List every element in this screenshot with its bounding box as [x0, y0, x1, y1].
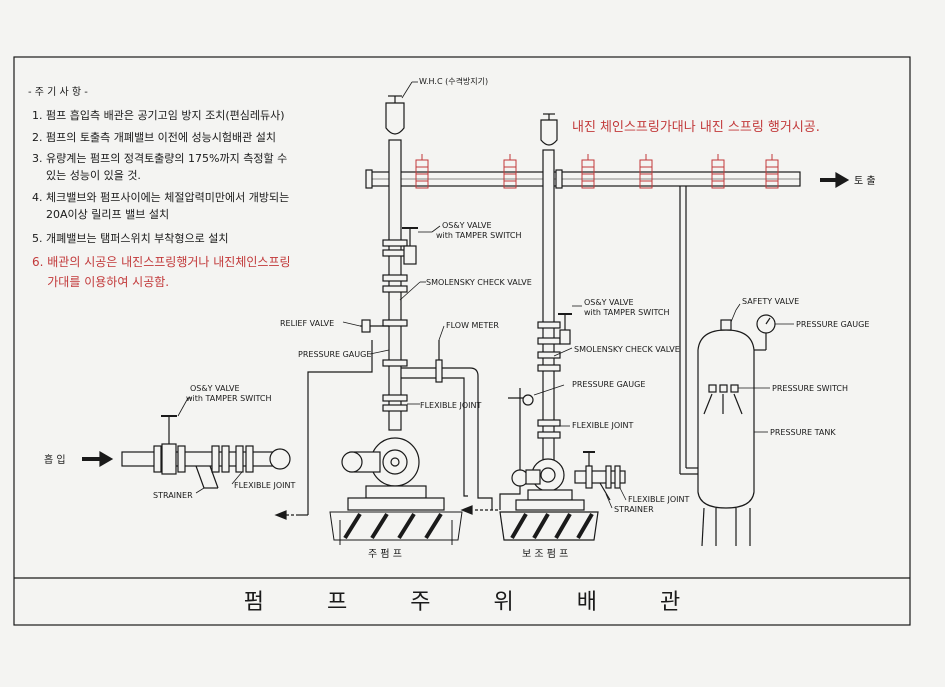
discharge-header: [365, 169, 801, 189]
safety-valve: [720, 303, 741, 331]
osy-valve-suction-label: OS&Y VALVE: [190, 384, 240, 393]
note-item-6-cont: 가대를 이용하여 시공함.: [32, 275, 170, 289]
red-top-note: 내진 체인스프링가대나 내진 스프링 행거시공.: [572, 120, 820, 135]
aux-pump-label: 보 조 펌 프: [522, 548, 568, 560]
whc-label: W.H.C (수격방지기): [419, 76, 488, 86]
note-item-1: 1. 펌프 흡입측 배관은 공기고임 방지 조치(편심레듀사): [32, 109, 285, 122]
note-item-4: 4. 체크밸브와 펌프사이에는 체절압력미만에서 개방되는: [32, 191, 290, 204]
suction-piping: [121, 415, 291, 489]
pressure-gauge-aux-label: PRESSURE GAUGE: [572, 380, 645, 389]
flexible-joint-main-label: FLEXIBLE JOINT: [420, 401, 481, 410]
notes-heading: - 주 기 사 항 -: [28, 87, 88, 98]
tank-pressure-gauge: [754, 314, 794, 351]
spring-hangers: [415, 154, 779, 189]
aux-suction-piping: [574, 451, 627, 509]
suction-arrow: [82, 450, 114, 468]
note-item-4-cont: 20A이상 릴리프 밸브 설치: [32, 208, 170, 221]
pressure-gauge-tank-label: PRESSURE GAUGE: [796, 320, 869, 329]
osy-valve-aux-sublabel: with TAMPER SWITCH: [584, 308, 670, 317]
osy-valve-aux-label: OS&Y VALVE: [584, 298, 634, 307]
safety-valve-label: SAFETY VALVE: [742, 297, 799, 306]
aux-pump: [511, 458, 585, 511]
return-arrow: [460, 505, 500, 515]
discharge-arrow: [820, 171, 850, 189]
main-pump-foundation: [329, 511, 463, 545]
main-pump: [341, 437, 445, 511]
note-item-3: 3. 유량계는 펌프의 정격토출량의 175%까지 측정할 수: [32, 152, 288, 165]
note-item-6: 6. 배관의 시공은 내진스프링행거나 내진체인스프링: [32, 255, 291, 269]
osy-valve-suction-sublabel: with TAMPER SWITCH: [186, 394, 272, 403]
flexible-joint-aux-label: FLEXIBLE JOINT: [572, 421, 633, 430]
osy-valve-main: [402, 227, 418, 265]
osy-valve-aux: [558, 313, 572, 345]
pressure-tank: [697, 329, 770, 547]
osy-valve-main-sublabel: with TAMPER SWITCH: [436, 231, 522, 240]
discharge-label: 토 출: [854, 175, 876, 187]
note-item-2: 2. 펌프의 토출측 개폐밸브 이전에 성능시험배관 설치: [32, 131, 276, 144]
title-block: 펌 프 주 위 배 관: [14, 578, 910, 622]
strainer-suction-label: STRAINER: [153, 491, 193, 500]
main-pump-label: 주 펌 프: [368, 548, 402, 560]
drawing-title: 펌 프 주 위 배 관: [243, 590, 709, 615]
osy-valve-main-label: OS&Y VALVE: [442, 221, 492, 230]
relief-valve: [274, 319, 389, 520]
smolensky-main-label: SMOLENSKY CHECK VALVE: [426, 278, 532, 287]
main-riser: [382, 139, 408, 431]
aux-pump-foundation: [499, 511, 599, 541]
pressure-gauge-main-label: PRESSURE GAUGE: [298, 350, 371, 359]
flow-meter-branch: [401, 325, 493, 510]
note-item-5: 5. 개폐밸브는 탬퍼스위치 부착형으로 설치: [32, 232, 229, 245]
water-hammer-arrester-main: [385, 95, 405, 135]
drawing-frame: [13, 56, 911, 626]
water-hammer-arrester-aux: [540, 113, 558, 146]
flexible-joint-suction-label: FLEXIBLE JOINT: [234, 481, 295, 490]
suction-label: 흡 입: [44, 453, 66, 466]
aux-riser: [537, 149, 561, 461]
smolensky-aux-label: SMOLENSKY CHECK VALVE: [574, 345, 680, 354]
flow-meter-label: FLOW METER: [446, 321, 499, 330]
strainer-aux-label: STRAINER: [614, 505, 654, 514]
pressure-switch-label: PRESSURE SWITCH: [772, 384, 848, 393]
note-item-3-cont: 있는 성능이 있을 것.: [32, 169, 141, 182]
flexible-joint-aux2-label: FLEXIBLE JOINT: [628, 495, 689, 504]
pressure-tank-label: PRESSURE TANK: [770, 428, 836, 437]
relief-valve-label: RELIEF VALVE: [280, 319, 334, 328]
